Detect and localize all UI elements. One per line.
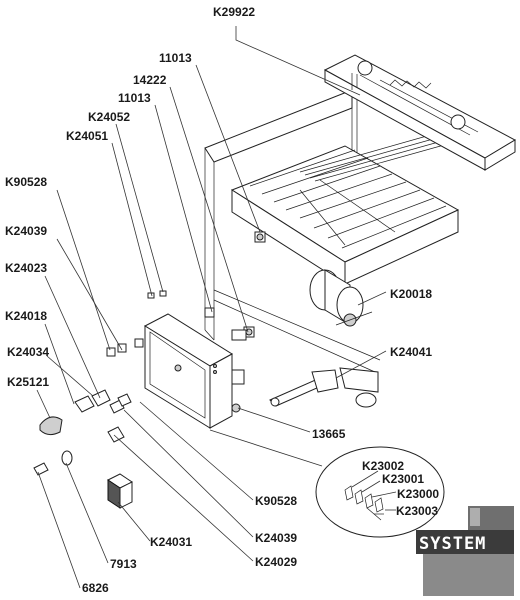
label-k23001: K23001 [382,472,424,486]
label-k20018: K20018 [390,287,432,301]
motor-part [309,269,373,327]
leader-lines [36,26,397,589]
label-k24023: K24023 [5,261,47,275]
small-parts [33,290,215,509]
label-k90528-bottom: K90528 [255,494,297,508]
label-k25121: K25121 [7,375,49,389]
label-k24031: K24031 [150,535,192,549]
label-k24029: K24029 [255,555,297,569]
label-k29922: K29922 [213,5,255,19]
frame-bushings [231,231,266,341]
control-box [143,313,233,429]
label-11013-mid: 11013 [118,91,151,105]
label-k24034: K24034 [7,345,49,359]
label-k24039-bottom: K24039 [255,531,297,545]
appliance-frame [204,88,381,408]
logo-text: SYSTEM [419,534,486,554]
top-rail-bar [323,54,517,171]
label-14222: 14222 [133,73,167,87]
label-13665: 13665 [312,427,346,441]
system-logo-watermark: SYSTEM [416,506,514,596]
heating-plate-assembly [230,127,463,285]
label-k24051: K24051 [66,129,108,143]
label-k24039-left: K24039 [5,224,47,238]
label-7913: 7913 [110,557,137,571]
label-k24018: K24018 [5,309,47,323]
lever-assembly [231,369,339,413]
label-k90528-left: K90528 [5,175,47,189]
label-k24052: K24052 [88,110,130,124]
label-11013-top: 11013 [159,51,192,65]
part-labels: K29922 11013 14222 11013 K24052 K24051 K… [5,5,439,595]
detail-callout [315,446,445,538]
label-6826: 6826 [82,581,109,595]
label-k23002: K23002 [362,459,404,473]
label-k23003: K23003 [396,504,438,518]
label-k23000: K23000 [397,487,439,501]
label-k24041: K24041 [390,345,432,359]
